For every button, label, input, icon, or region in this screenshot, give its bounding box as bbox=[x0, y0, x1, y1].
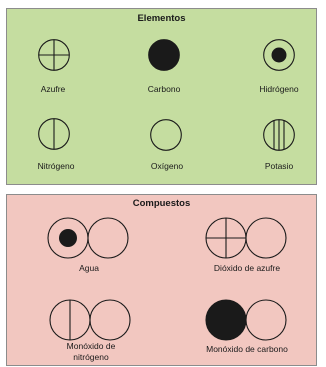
compounds-title: Compuestos bbox=[132, 198, 191, 209]
nitric-oxide-symbol-icon bbox=[49, 299, 131, 341]
nitrogen-symbol-icon bbox=[38, 118, 70, 150]
compound-label-dioxido-de-azufre: Dióxido de azufre bbox=[213, 263, 281, 273]
element-label-oxigeno: Oxígeno bbox=[150, 161, 184, 171]
compound-label-monoxido-de-carbono: Monóxido de carbono bbox=[206, 344, 288, 354]
potassium-symbol-icon bbox=[263, 119, 295, 151]
carbon-symbol-icon bbox=[148, 39, 180, 71]
carbon-monoxide-symbol-icon bbox=[205, 299, 287, 341]
element-label-azufre: Azufre bbox=[40, 84, 66, 94]
elements-panel: Elementos Azufre Carbono Hidrógeno Nitró… bbox=[6, 8, 317, 185]
hydrogen-symbol-icon bbox=[263, 39, 295, 71]
oxygen-symbol-icon bbox=[150, 119, 182, 151]
compounds-panel: Compuestos Agua Dióxido de azufre Monóxi… bbox=[6, 194, 317, 366]
compound-label-agua: Agua bbox=[79, 263, 99, 273]
element-label-hidrogeno: Hidrógeno bbox=[259, 84, 299, 94]
elements-title: Elementos bbox=[137, 13, 186, 24]
element-label-nitrogeno: Nitrógeno bbox=[37, 161, 75, 171]
element-label-potasio: Potasio bbox=[264, 161, 294, 171]
water-symbol-icon bbox=[47, 217, 129, 259]
sulfur-symbol-icon bbox=[38, 39, 70, 71]
element-label-carbono: Carbono bbox=[147, 84, 181, 94]
compound-label-monoxido-de-nitrogeno: Monóxido de nitrógeno bbox=[66, 341, 116, 362]
sulfur-dioxide-symbol-icon bbox=[205, 217, 287, 259]
